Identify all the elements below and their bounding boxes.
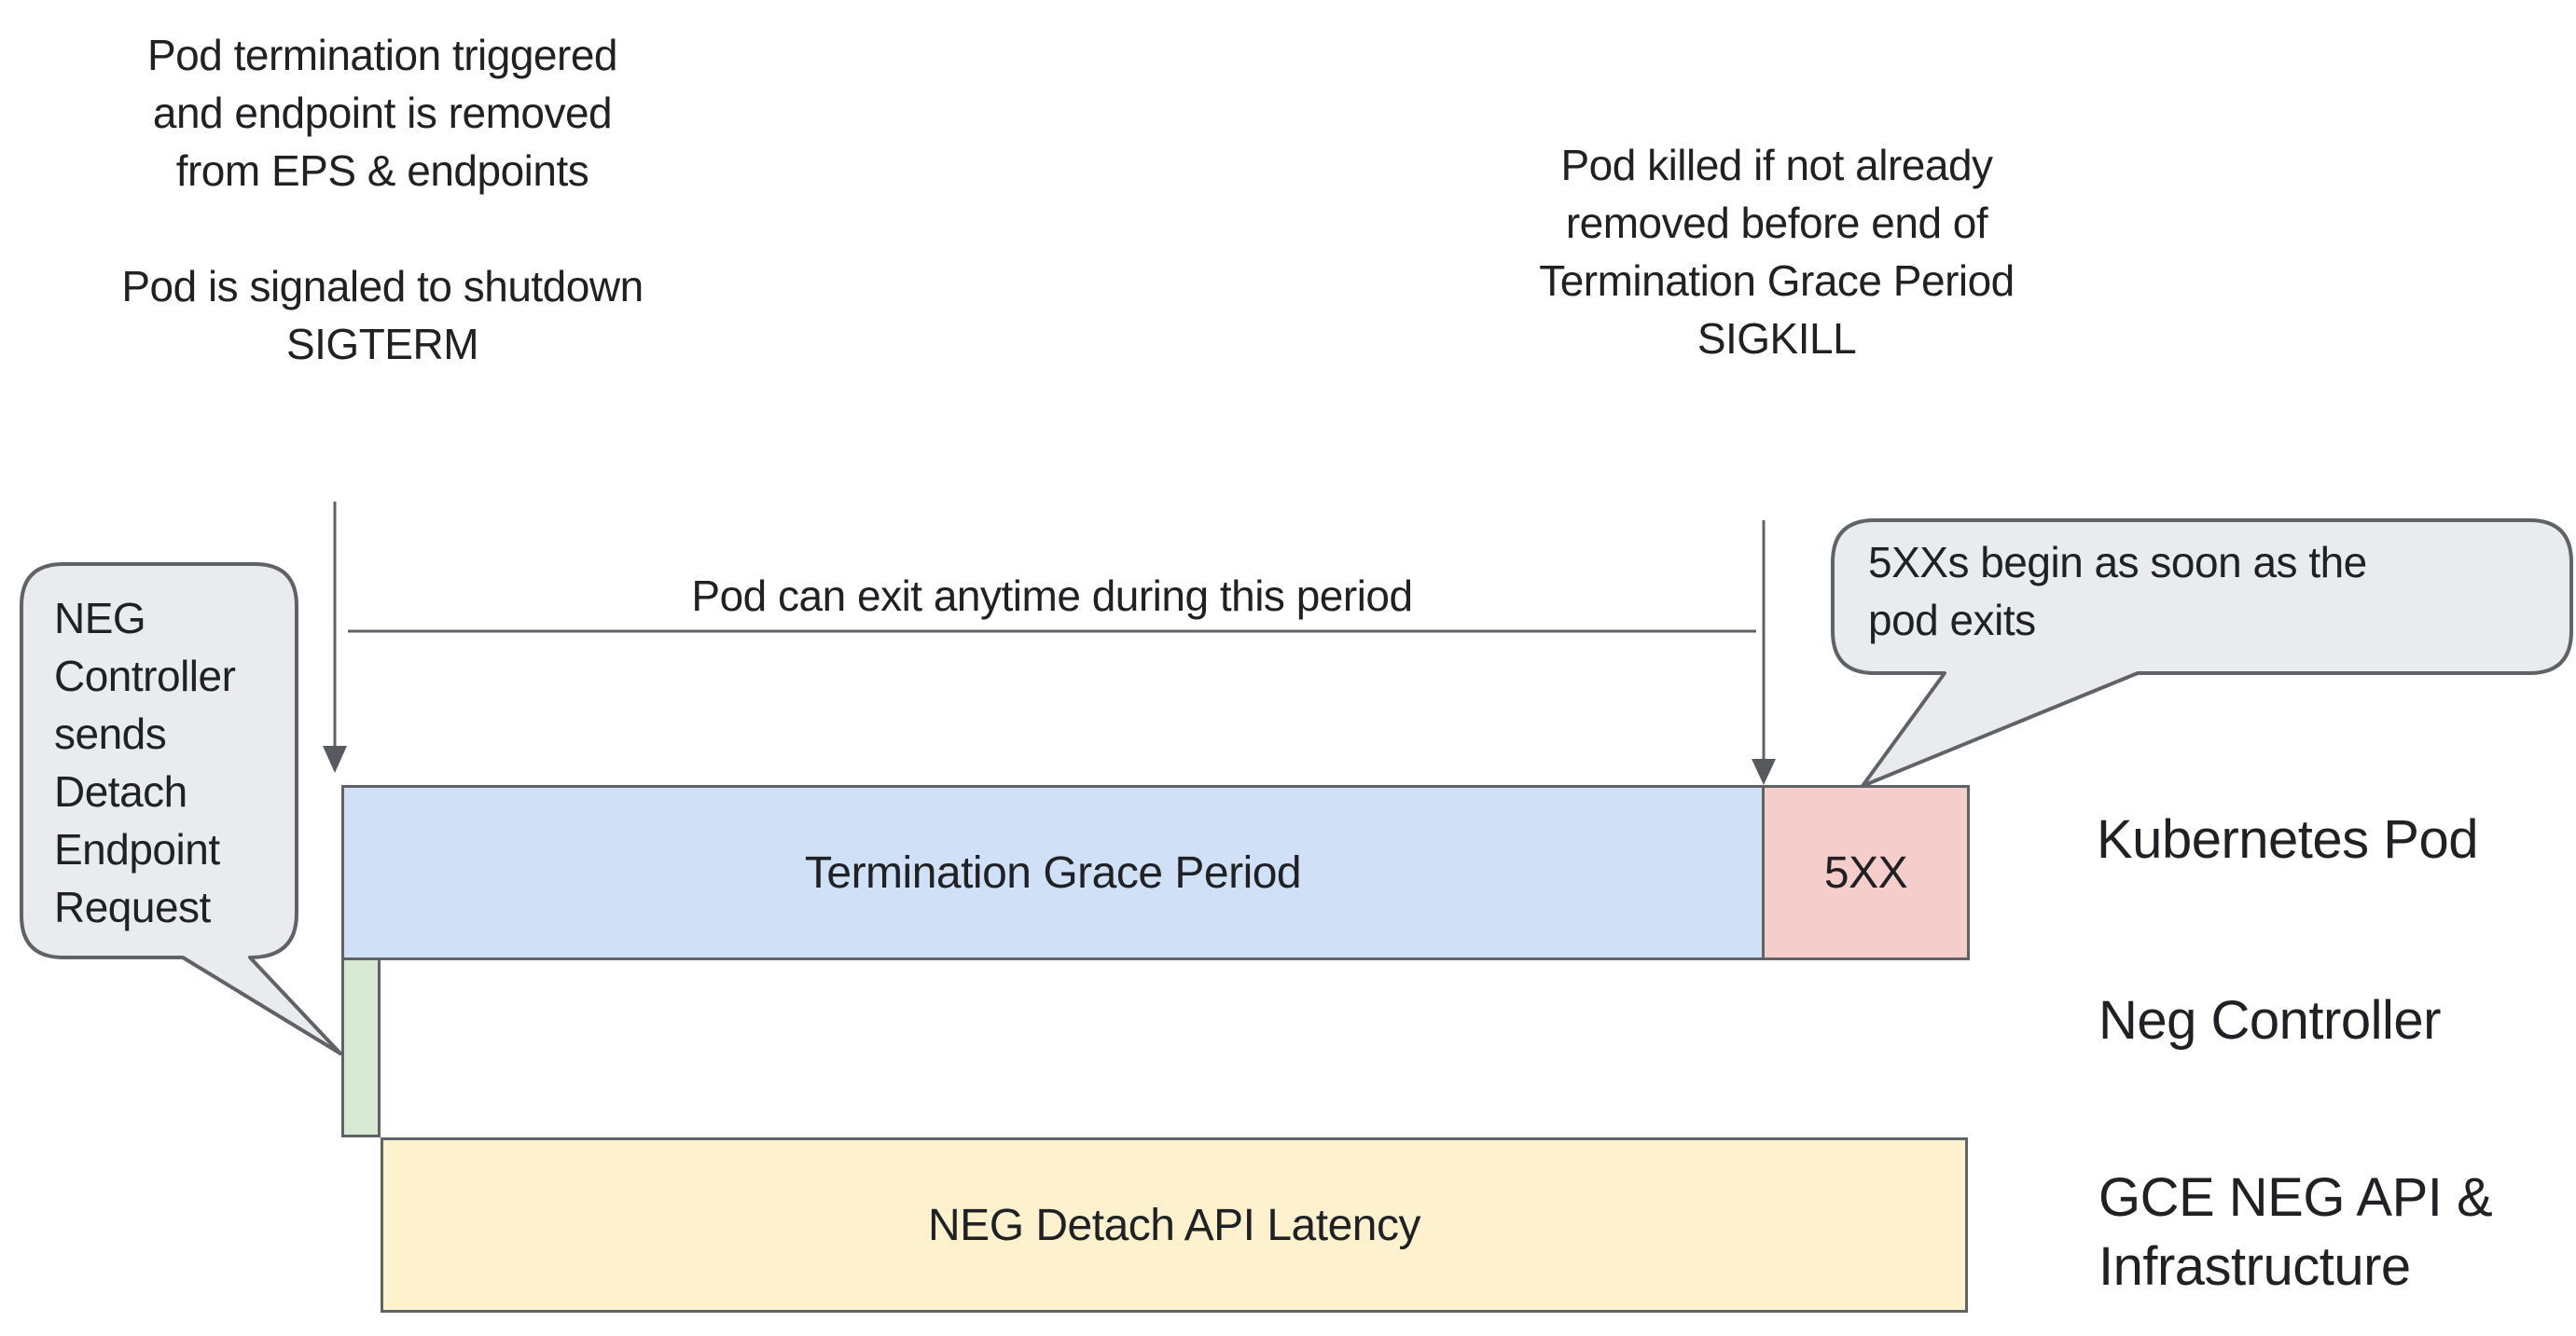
sigterm-arrow [323, 502, 347, 773]
detach-request-bar [341, 960, 381, 1137]
pod-killed-annotation: Pod killed if not already removed before… [1539, 141, 2015, 363]
lane-label-gce-neg-api: GCE NEG API & Infrastructure [2098, 1167, 2493, 1297]
termination-trigger-annotation: Pod termination triggered and endpoint i… [121, 31, 644, 368]
lane-label-kubernetes-pod: Kubernetes Pod [2097, 809, 2478, 870]
latency-label: NEG Detach API Latency [928, 1200, 1420, 1250]
exit-period-annotation: Pod can exit anytime during this period [691, 572, 1413, 620]
left-callout-text: NEG Controller sends Detach Endpoint Req… [54, 594, 236, 931]
right-callout-text: 5XXs begin as soon as the pod exits [1868, 538, 2367, 644]
termination-grace-period-bar: Termination Grace Period [341, 785, 1765, 960]
neg-detach-latency-bar: NEG Detach API Latency [381, 1137, 1968, 1313]
grace-period-label: Termination Grace Period [804, 847, 1302, 898]
error-5xx-bar: 5XX [1765, 785, 1970, 960]
lane-label-neg-controller: Neg Controller [2098, 990, 2441, 1051]
left-callout-bubble [20, 562, 342, 1055]
error-5xx-label: 5XX [1823, 847, 1908, 898]
sigkill-arrow [1752, 520, 1776, 785]
right-callout-bubble [1831, 518, 2573, 788]
